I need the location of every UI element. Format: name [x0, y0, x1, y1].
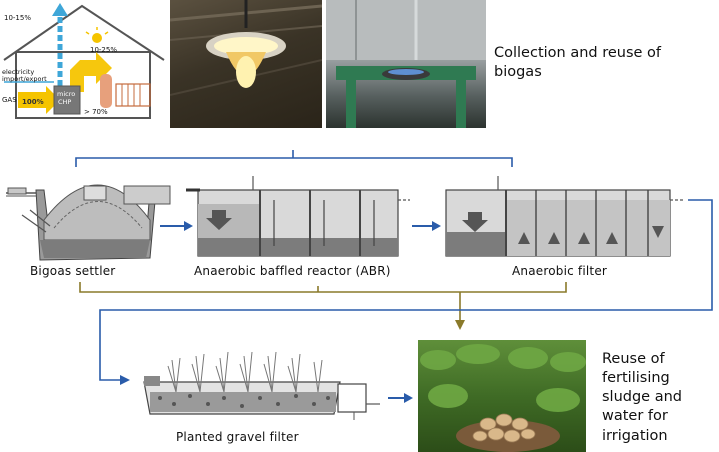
collection-text: Collection and reuse of biogas — [494, 45, 662, 80]
caption-filter: Anaerobic filter — [512, 264, 608, 278]
anaerobic-filter — [445, 176, 684, 257]
planted-gravel-filter — [143, 351, 380, 420]
pct-light: 10-25% — [90, 46, 117, 54]
lamp-photo — [170, 0, 322, 128]
caption-abr: Anaerobic baffled reactor (ABR) — [194, 264, 391, 278]
lamp-icon — [170, 0, 322, 96]
house-energy-diagram: 10-15% 10-25% electricity import/export … — [2, 3, 165, 119]
reuse-line-5: irrigation — [602, 427, 668, 444]
reuse-line-2: fertilising — [602, 370, 670, 387]
heat-pct: > 70% — [84, 108, 108, 116]
top-bracket — [75, 157, 513, 167]
reuse-text: Reuse of fertilising sludge and water fo… — [602, 350, 682, 446]
heat-arrow-icon — [70, 52, 112, 92]
loop-arrow — [99, 199, 713, 381]
abr-reactor — [186, 176, 410, 257]
caption-settler: Bigoas settler — [30, 264, 116, 278]
burner-photo — [326, 0, 486, 128]
reuse-line-1: Reuse of — [602, 351, 665, 367]
gas-pct: 100% — [22, 98, 44, 106]
potato-field-photo — [418, 340, 586, 452]
chp-line2: CHP — [58, 98, 71, 106]
pct-top: 10-15% — [4, 14, 31, 22]
gas-label: GAS — [2, 96, 17, 104]
caption-gravel: Planted gravel filter — [176, 430, 299, 444]
bulb-icon — [85, 27, 109, 43]
biogas-settler — [6, 184, 171, 261]
electricity-label: electricity — [2, 68, 34, 76]
up-arrow-icon — [52, 3, 68, 95]
reuse-line-4: water for — [602, 408, 668, 425]
reuse-line-3: sludge and — [602, 389, 682, 406]
bottom-bracket — [79, 282, 567, 293]
chp-line1: micro — [57, 90, 75, 98]
import-export-label: import/export — [2, 75, 47, 83]
